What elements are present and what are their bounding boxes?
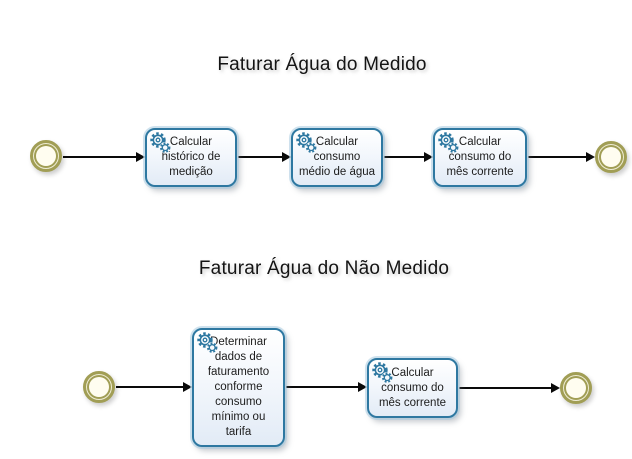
arrowhead-icon	[551, 383, 560, 393]
sequence-flow[interactable]	[116, 382, 192, 392]
task-determinar-dados-de-faturamento[interactable]: Determinar dados de faturamento conforme…	[192, 328, 285, 447]
process-title-faturar-agua-nao-medido: Faturar Água do Não Medido	[198, 258, 450, 279]
sequence-flow[interactable]	[459, 383, 560, 393]
service-gears-icon	[196, 331, 220, 355]
task-label: Calcular histórico de medição	[161, 136, 221, 178]
sequence-flow[interactable]	[528, 152, 595, 162]
sequence-flow[interactable]	[238, 152, 291, 162]
sequence-flow[interactable]	[384, 152, 433, 162]
flow-line	[238, 156, 282, 158]
service-gears-icon	[149, 131, 173, 155]
arrowhead-icon	[183, 382, 192, 392]
task-label: Determinar dados de faturamento conforme…	[207, 336, 270, 438]
task-calcular-historico-de-medicao[interactable]: Calcular histórico de medição	[145, 128, 237, 187]
start-event-medido[interactable]	[30, 140, 62, 172]
task-label: Calcular consumo médio de água	[298, 136, 376, 178]
start-event-nao-medido[interactable]	[83, 371, 115, 403]
sequence-flow[interactable]	[63, 152, 145, 162]
arrowhead-icon	[136, 152, 145, 162]
flow-line	[459, 387, 551, 389]
sequence-flow[interactable]	[286, 382, 367, 392]
task-calcular-consumo-do-mes-corrente-2[interactable]: Calcular consumo do mês corrente	[367, 358, 458, 418]
task-label: Calcular consumo do mês corrente	[446, 136, 514, 178]
task-calcular-consumo-medio-de-agua[interactable]: Calcular consumo médio de água	[291, 128, 383, 187]
flow-line	[116, 386, 183, 388]
service-gears-icon	[371, 361, 395, 385]
arrowhead-icon	[282, 152, 291, 162]
service-gears-icon	[437, 131, 461, 155]
flow-line	[63, 156, 136, 158]
flow-line	[528, 156, 586, 158]
task-label: Calcular consumo do mês corrente	[378, 366, 447, 409]
arrowhead-icon	[358, 382, 367, 392]
process-title-faturar-agua-medido: Faturar Água do Medido	[217, 54, 427, 75]
service-gears-icon	[295, 131, 319, 155]
flow-line	[384, 156, 424, 158]
flow-line	[286, 386, 358, 388]
arrowhead-icon	[424, 152, 433, 162]
task-calcular-consumo-do-mes-corrente[interactable]: Calcular consumo do mês corrente	[433, 128, 527, 187]
end-event-nao-medido[interactable]	[560, 372, 592, 404]
end-event-medido[interactable]	[595, 141, 627, 173]
arrowhead-icon	[586, 152, 595, 162]
